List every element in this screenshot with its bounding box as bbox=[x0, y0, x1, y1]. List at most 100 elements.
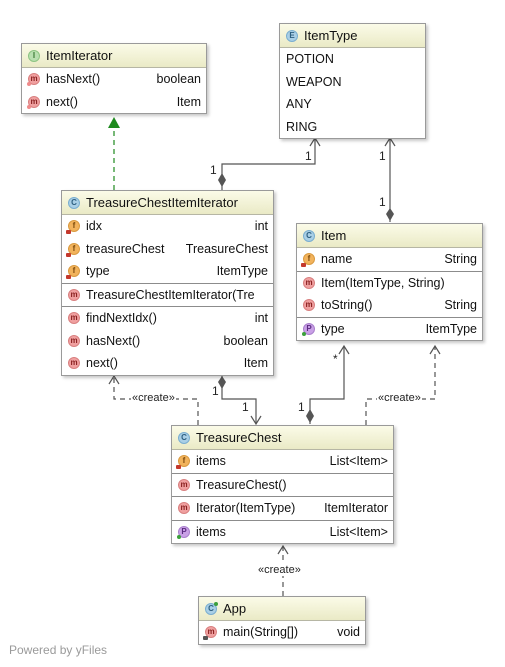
method-name: Item(ItemType, String) bbox=[321, 275, 445, 290]
item-type-enum[interactable]: E ItemType POTION WEAPON ANY RING bbox=[279, 23, 426, 139]
create-item-edge bbox=[365, 346, 436, 425]
method-row[interactable]: m next() Item bbox=[22, 91, 206, 114]
composition-diamond bbox=[218, 173, 226, 187]
method-icon: m bbox=[68, 288, 80, 301]
method-type: String bbox=[444, 298, 477, 313]
properties-section: P items List<Item> bbox=[172, 521, 393, 544]
property-type: List<Item> bbox=[329, 524, 388, 539]
method-icon: m bbox=[178, 502, 190, 515]
method-icon: m bbox=[303, 276, 315, 289]
method-name: hasNext() bbox=[86, 333, 141, 348]
property-name: type bbox=[321, 321, 345, 336]
field-type: List<Item> bbox=[329, 454, 388, 469]
enum-value[interactable]: RING bbox=[286, 119, 318, 134]
field-name: type bbox=[86, 264, 110, 279]
treasure-chest-item-iterator-class[interactable]: C TreasureChestItemIterator f idx int f … bbox=[61, 190, 274, 376]
static-method-icon: m bbox=[203, 626, 217, 641]
field-type: ItemType bbox=[216, 264, 268, 279]
method-row[interactable]: m Iterator(ItemType) ItemIterator bbox=[172, 497, 393, 520]
field-name: name bbox=[321, 252, 353, 267]
method-type: Item bbox=[176, 94, 201, 109]
enum-value[interactable]: WEAPON bbox=[286, 74, 342, 89]
composition-diamond bbox=[218, 376, 226, 389]
enum-value[interactable]: ANY bbox=[286, 97, 312, 112]
method-row[interactable]: m findNextIdx() int bbox=[62, 307, 273, 330]
multiplicity-label: 1 bbox=[212, 384, 219, 398]
multiplicity-label: * bbox=[333, 352, 338, 366]
class-header: C Item bbox=[297, 224, 482, 248]
multiplicity-label: 1 bbox=[305, 149, 312, 163]
constructor-row[interactable]: m TreasureChestItemIterator(Tre bbox=[62, 284, 273, 307]
app-class[interactable]: C App m main(String[]) void bbox=[198, 596, 366, 645]
class-name: ItemType bbox=[304, 28, 358, 43]
method-name: main(String[]) bbox=[223, 625, 299, 640]
method-name: toString() bbox=[321, 298, 373, 313]
property-row[interactable]: P type ItemType bbox=[297, 318, 482, 341]
fields-section: f name String bbox=[297, 248, 482, 272]
property-row[interactable]: P items List<Item> bbox=[172, 521, 393, 544]
realization-arrowhead bbox=[108, 117, 120, 128]
method-row[interactable]: m hasNext() boolean bbox=[62, 330, 273, 353]
composition-diamond bbox=[306, 409, 314, 423]
method-name: next() bbox=[46, 94, 78, 109]
class-header: C TreasureChest bbox=[172, 426, 393, 450]
item-iterator-class[interactable]: I ItemIterator m hasNext() boolean m nex… bbox=[21, 43, 207, 114]
method-icon: m bbox=[178, 478, 190, 491]
field-name: idx bbox=[86, 219, 102, 234]
field-row[interactable]: f treasureChest TreasureChest bbox=[62, 238, 273, 261]
constructors-section: m TreasureChestItemIterator(Tre bbox=[62, 284, 273, 307]
create-stereotype-label: «create» bbox=[257, 564, 302, 576]
interface-icon: I bbox=[28, 49, 40, 62]
class-name: TreasureChestItemIterator bbox=[86, 195, 238, 210]
method-row[interactable]: m Item(ItemType, String) String bbox=[297, 272, 482, 295]
field-row[interactable]: f type ItemType bbox=[62, 260, 273, 283]
constructor-row[interactable]: m TreasureChest() bbox=[172, 474, 393, 497]
iterator-itemtype-edge bbox=[221, 138, 316, 190]
field-icon: f bbox=[176, 455, 190, 470]
enum-icon: E bbox=[286, 29, 298, 42]
runnable-class-icon: C bbox=[205, 601, 218, 615]
method-type: ItemIterator bbox=[324, 501, 388, 516]
method-name: findNextIdx() bbox=[86, 311, 157, 326]
method-row[interactable]: m main(String[]) void bbox=[199, 621, 365, 644]
method-type: boolean bbox=[156, 72, 202, 87]
field-type: String bbox=[444, 252, 477, 267]
methods-section: m hasNext() boolean m next() Item bbox=[22, 68, 206, 113]
field-row[interactable]: f items List<Item> bbox=[172, 450, 393, 473]
field-name: treasureChest bbox=[86, 241, 165, 256]
class-icon: C bbox=[178, 431, 190, 444]
method-row[interactable]: m next() Item bbox=[62, 352, 273, 375]
methods-section: m findNextIdx() int m hasNext() boolean … bbox=[62, 307, 273, 375]
property-icon: P bbox=[177, 525, 190, 539]
field-icon: f bbox=[66, 265, 80, 280]
fields-section: f idx int f treasureChest TreasureChest … bbox=[62, 215, 273, 284]
methods-section: m Iterator(ItemType) ItemIterator bbox=[172, 497, 393, 521]
method-icon: m bbox=[68, 357, 80, 370]
method-icon: m bbox=[27, 95, 40, 109]
method-type: void bbox=[337, 625, 360, 640]
field-icon: f bbox=[66, 220, 80, 235]
method-row[interactable]: m hasNext() boolean bbox=[22, 68, 206, 91]
method-type: boolean bbox=[223, 333, 269, 348]
class-name: App bbox=[223, 601, 247, 616]
method-row[interactable]: m toString() String bbox=[297, 294, 482, 317]
method-icon: m bbox=[27, 73, 40, 87]
method-icon: m bbox=[68, 312, 80, 325]
item-class[interactable]: C Item f name String m Item(ItemType, St… bbox=[296, 223, 483, 341]
properties-section: P type ItemType bbox=[297, 318, 482, 341]
field-row[interactable]: f name String bbox=[297, 248, 482, 271]
multiplicity-label: 1 bbox=[379, 149, 386, 163]
constructors-section: m TreasureChest() bbox=[172, 474, 393, 497]
methods-section: m main(String[]) void bbox=[199, 621, 365, 644]
treasure-chest-class[interactable]: C TreasureChest f items List<Item> m Tre… bbox=[171, 425, 394, 544]
fields-section: f items List<Item> bbox=[172, 450, 393, 474]
multiplicity-label: 1 bbox=[379, 195, 386, 209]
multiplicity-label: 1 bbox=[298, 400, 305, 414]
method-name: Iterator(ItemType) bbox=[196, 501, 296, 516]
property-icon: P bbox=[302, 322, 315, 336]
composition-diamond bbox=[386, 208, 394, 221]
field-icon: f bbox=[66, 242, 80, 257]
constructor-name: TreasureChest() bbox=[196, 477, 287, 492]
field-row[interactable]: f idx int bbox=[62, 215, 273, 238]
enum-value[interactable]: POTION bbox=[286, 52, 334, 67]
